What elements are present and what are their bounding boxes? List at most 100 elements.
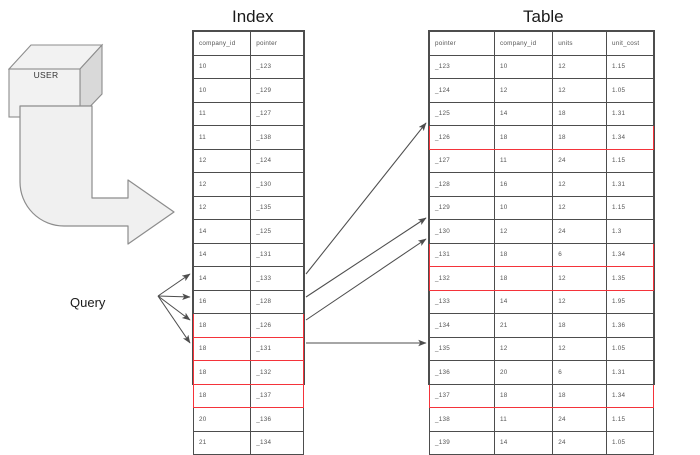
table-cell-unit_cost: 1.15: [605, 54, 655, 79]
index-row: 12_124: [192, 148, 304, 173]
index-cell-company_id: 12: [192, 195, 252, 220]
table-cell-unit_cost: 1.31: [605, 101, 655, 126]
table-cell-company_id: 11: [493, 407, 554, 432]
table-cell-units: 24: [552, 148, 607, 173]
index-title: Index: [232, 7, 274, 26]
table-cell-pointer: _138: [429, 407, 495, 432]
index-cell-pointer: _129: [250, 78, 304, 103]
table-cell-company_id: 12: [493, 219, 554, 244]
table-cell-company_id: 12: [493, 78, 554, 103]
table-title: Table: [523, 7, 564, 26]
query-to-index-1: [157, 273, 191, 297]
table-cell-units: 18: [552, 101, 607, 126]
table-cell-unit_cost: 1.05: [605, 430, 655, 455]
query-block-arrow: Query: [18, 105, 178, 310]
index-cell-company_id: 11: [192, 101, 252, 126]
index-cell-company_id: 14: [192, 242, 252, 267]
table-cell-unit_cost: 1.05: [605, 336, 655, 361]
table-cell-units: 24: [552, 430, 607, 455]
table-cell-pointer: _124: [429, 78, 495, 103]
table-cell-units: 12: [552, 266, 607, 291]
table-cell-company_id: 20: [493, 360, 554, 385]
table-cell-pointer: _130: [429, 219, 495, 244]
table-cell-unit_cost: 1.34: [605, 242, 655, 267]
table-cell-company_id: 14: [493, 101, 554, 126]
query-to-index-4: [157, 295, 191, 344]
index-cell-pointer: _126: [250, 313, 304, 338]
index-row: 18_126: [192, 313, 304, 338]
query-to-index-2: [157, 293, 191, 301]
table-cell-units: 18: [552, 313, 607, 338]
index-cell-company_id: 16: [192, 289, 252, 314]
table-cell-unit_cost: 1.36: [605, 313, 655, 338]
table-cell-units: 6: [552, 360, 607, 385]
index-cell-pointer: _123: [250, 54, 304, 79]
table-col-units: units: [552, 31, 607, 56]
query-label: Query: [70, 295, 106, 310]
table-cell-unit_cost: 1.15: [605, 148, 655, 173]
index-cell-company_id: 18: [192, 313, 252, 338]
table-cell-unit_cost: 1.3: [605, 219, 655, 244]
index-cell-pointer: _133: [250, 266, 304, 291]
table-cell-company_id: 18: [493, 383, 554, 408]
index-row: 18_131: [192, 336, 304, 361]
table-cell-pointer: _135: [429, 336, 495, 361]
index-row: 11_138: [192, 125, 304, 150]
table-cell-unit_cost: 1.31: [605, 172, 655, 197]
index-cell-pointer: _130: [250, 172, 304, 197]
table-cell-company_id: 10: [493, 54, 554, 79]
index-cell-company_id: 14: [192, 219, 252, 244]
table-cell-company_id: 12: [493, 336, 554, 361]
index-131-to-table-131: [305, 217, 427, 298]
index-row: 20_136: [192, 407, 304, 432]
table-cell-unit_cost: 1.31: [605, 360, 655, 385]
index-cell-company_id: 10: [192, 78, 252, 103]
index-cell-pointer: _125: [250, 219, 304, 244]
table-cell-pointer: _131: [429, 242, 495, 267]
index-cell-pointer: _131: [250, 336, 304, 361]
table-header-row: pointer company_id units unit_cost: [429, 31, 655, 56]
diagram-canvas: Index Table USER Query company_id pointe…: [7, 7, 655, 455]
table-cell-units: 12: [552, 336, 607, 361]
table-cell-units: 12: [552, 195, 607, 220]
table-cell-company_id: 18: [493, 242, 554, 267]
table-cell-pointer: _125: [429, 101, 495, 126]
table-cell-pointer: _123: [429, 54, 495, 79]
table-cell-pointer: _132: [429, 266, 495, 291]
table-cell-unit_cost: 1.05: [605, 78, 655, 103]
index-row: 18_137: [192, 383, 304, 408]
index-row: 10_123: [192, 54, 304, 79]
table-cell-units: 12: [552, 172, 607, 197]
table-cell-pointer: _134: [429, 313, 495, 338]
index-cell-pointer: _137: [250, 383, 304, 408]
table-cell-unit_cost: 1.95: [605, 289, 655, 314]
query-to-index-3: [157, 295, 191, 321]
table-cell-pointer: _129: [429, 195, 495, 220]
table-cell-units: 24: [552, 407, 607, 432]
table-cell-unit_cost: 1.35: [605, 266, 655, 291]
table-col-pointer: pointer: [429, 31, 495, 56]
index-cell-pointer: _135: [250, 195, 304, 220]
table-cell-company_id: 14: [493, 430, 554, 455]
table-cell-unit_cost: 1.15: [605, 407, 655, 432]
table-cell-pointer: _136: [429, 360, 495, 385]
index-cell-pointer: _124: [250, 148, 304, 173]
query-arrow-shape: [19, 105, 175, 245]
table-cell-company_id: 10: [493, 195, 554, 220]
